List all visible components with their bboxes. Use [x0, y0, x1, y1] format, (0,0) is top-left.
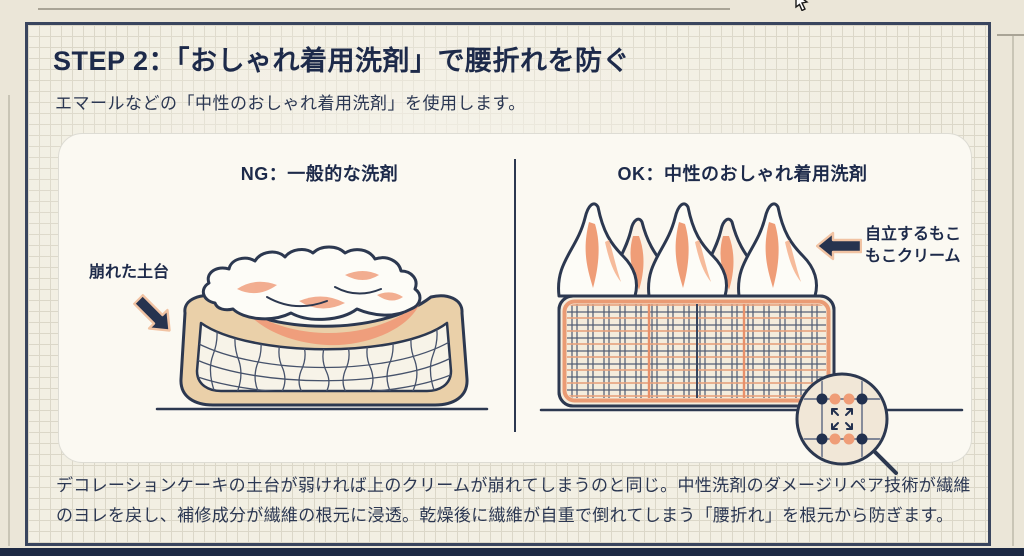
cream-fold-lines	[266, 286, 382, 308]
callout-line-2: もこクリーム	[865, 248, 961, 265]
repair-dots-salmon	[829, 393, 855, 445]
front-cream-swirls	[557, 202, 818, 298]
callout-line-1: 自立するもこ	[865, 226, 962, 243]
arrow-left-icon	[816, 231, 862, 261]
ng-heading: NG：一般的な洗剤	[240, 164, 399, 184]
fiber-grid	[799, 376, 885, 462]
explanation-paragraph: デコレーションケーキの土台が弱ければ上のクリームが崩れてしまうのと同じ。中性洗剤…	[56, 476, 971, 525]
mouse-pointer-icon	[795, 0, 809, 11]
page-title: STEP 2：「おしゃれ着用洗剤」で腰折れを防ぐ	[53, 46, 631, 76]
comparison-panel: NG：一般的な洗剤 OK：中性のおしゃれ着用洗剤	[58, 133, 972, 475]
bottom-navy-bar	[0, 548, 1024, 556]
collapsed-base-callout: 崩れた土台	[89, 264, 170, 281]
standing-cream-callout: 自立するもこ もこクリーム	[865, 224, 961, 268]
back-sheet-top-edge	[38, 8, 730, 10]
drooping-cream-underside	[241, 301, 421, 346]
arrow-down-right-icon	[133, 294, 171, 332]
page-subtitle: エマールなどの「中性のおしゃれ着用洗剤」を使用します。	[55, 94, 526, 113]
back-sheet-right-line	[1012, 36, 1014, 546]
magnifying-glass-icon	[795, 372, 898, 475]
firm-grid-base	[557, 294, 836, 408]
back-sheet-right-edge	[997, 34, 1024, 36]
graph-paper-card: STEP 2：「おしゃれ着用洗剤」で腰折れを防ぐ エマールなどの「中性のおしゃれ…	[25, 22, 991, 546]
expand-arrows-icon	[831, 408, 853, 430]
upright-cream-cake-illustration	[539, 202, 964, 475]
back-sheet-left-edge	[8, 95, 10, 546]
collapsed-cream	[201, 245, 422, 321]
panel-divider	[514, 159, 516, 432]
collapsed-cake-illustration	[155, 245, 489, 411]
fiber-anchor-dots-navy	[816, 393, 868, 445]
ok-heading: OK：中性のおしゃれ着用洗剤	[617, 164, 868, 184]
